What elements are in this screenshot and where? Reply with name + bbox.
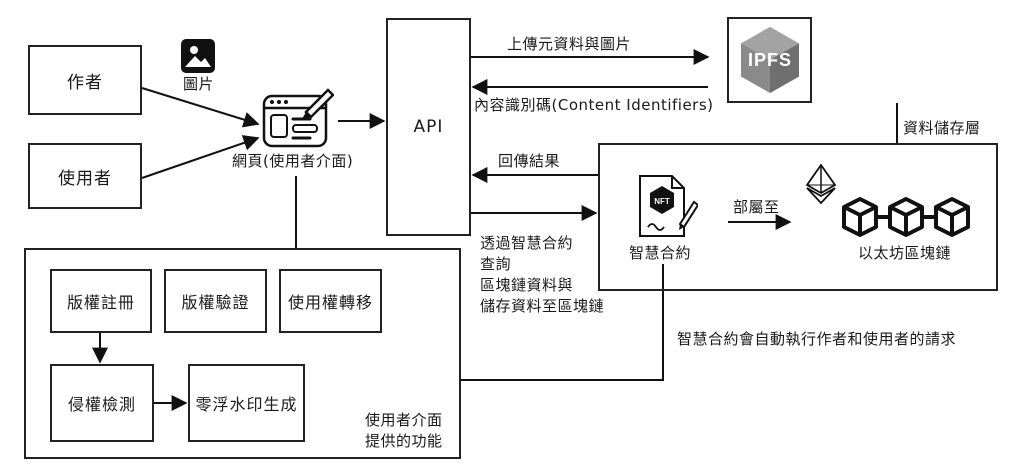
author-label: 作者 — [67, 72, 103, 93]
zero-watermark-box: 零浮水印生成 — [188, 364, 305, 442]
ownership-transfer-box: 使用權轉移 — [279, 269, 382, 333]
ipfs-box: IPFS — [727, 17, 812, 103]
webpage-label: 網頁(使用者介面) — [232, 152, 354, 170]
query-label-1: 透過智慧合約 — [480, 234, 574, 252]
storage-layer-label: 資料儲存層 — [903, 119, 981, 137]
smart-contract-label: 智慧合約 — [629, 244, 692, 262]
svg-text:NFT: NFT — [654, 197, 670, 206]
cid-label: 內容識別碼(Content Identifiers) — [474, 96, 714, 114]
features-caption-2: 提供的功能 — [365, 432, 443, 450]
upload-label: 上傳元資料與圖片 — [507, 35, 632, 53]
query-label-2: 查詢 — [480, 255, 512, 273]
webpage-icon — [262, 88, 334, 148]
ethereum-label: 以太坊區塊鏈 — [858, 244, 952, 262]
features-caption-1: 使用者介面 — [365, 411, 443, 429]
copyright-registration-label: 版權註冊 — [66, 293, 135, 312]
copyright-verification-box: 版權驗證 — [164, 269, 267, 333]
copyright-registration-box: 版權註冊 — [50, 269, 152, 333]
image-label: 圖片 — [183, 75, 215, 93]
api-box: API — [386, 18, 471, 236]
ipfs-logo: IPFS — [740, 27, 799, 93]
infringement-detection-box: 侵權檢測 — [50, 364, 154, 442]
nft-icon: NFT — [639, 175, 698, 237]
return-result-label: 回傳結果 — [498, 152, 561, 170]
infringement-detection-label: 侵權檢測 — [67, 395, 136, 414]
ethereum-icon — [805, 164, 837, 204]
features-panel — [24, 248, 461, 459]
author-box: 作者 — [28, 45, 142, 115]
image-icon — [181, 39, 215, 73]
zero-watermark-label: 零浮水印生成 — [195, 395, 298, 414]
line-contract-features — [461, 264, 664, 381]
ownership-transfer-label: 使用權轉移 — [287, 293, 373, 312]
belongs-to-label: 部屬至 — [733, 198, 780, 216]
user-label: 使用者 — [58, 168, 112, 189]
api-label: API — [413, 117, 444, 137]
arrow-author-webpage — [141, 87, 260, 128]
user-box: 使用者 — [28, 143, 142, 209]
query-label-4: 儲存資料至區塊鏈 — [480, 297, 605, 315]
arrow-user-webpage — [141, 135, 260, 179]
storage-layer-panel — [598, 143, 998, 291]
ipfs-text: IPFS — [747, 50, 791, 70]
query-label-3: 區塊鏈資料與 — [480, 276, 574, 294]
copyright-verification-label: 版權驗證 — [181, 293, 250, 312]
blockchain-icon — [842, 197, 970, 237]
auto-execute-label: 智慧合約會自動執行作者和使用者的請求 — [677, 330, 957, 348]
